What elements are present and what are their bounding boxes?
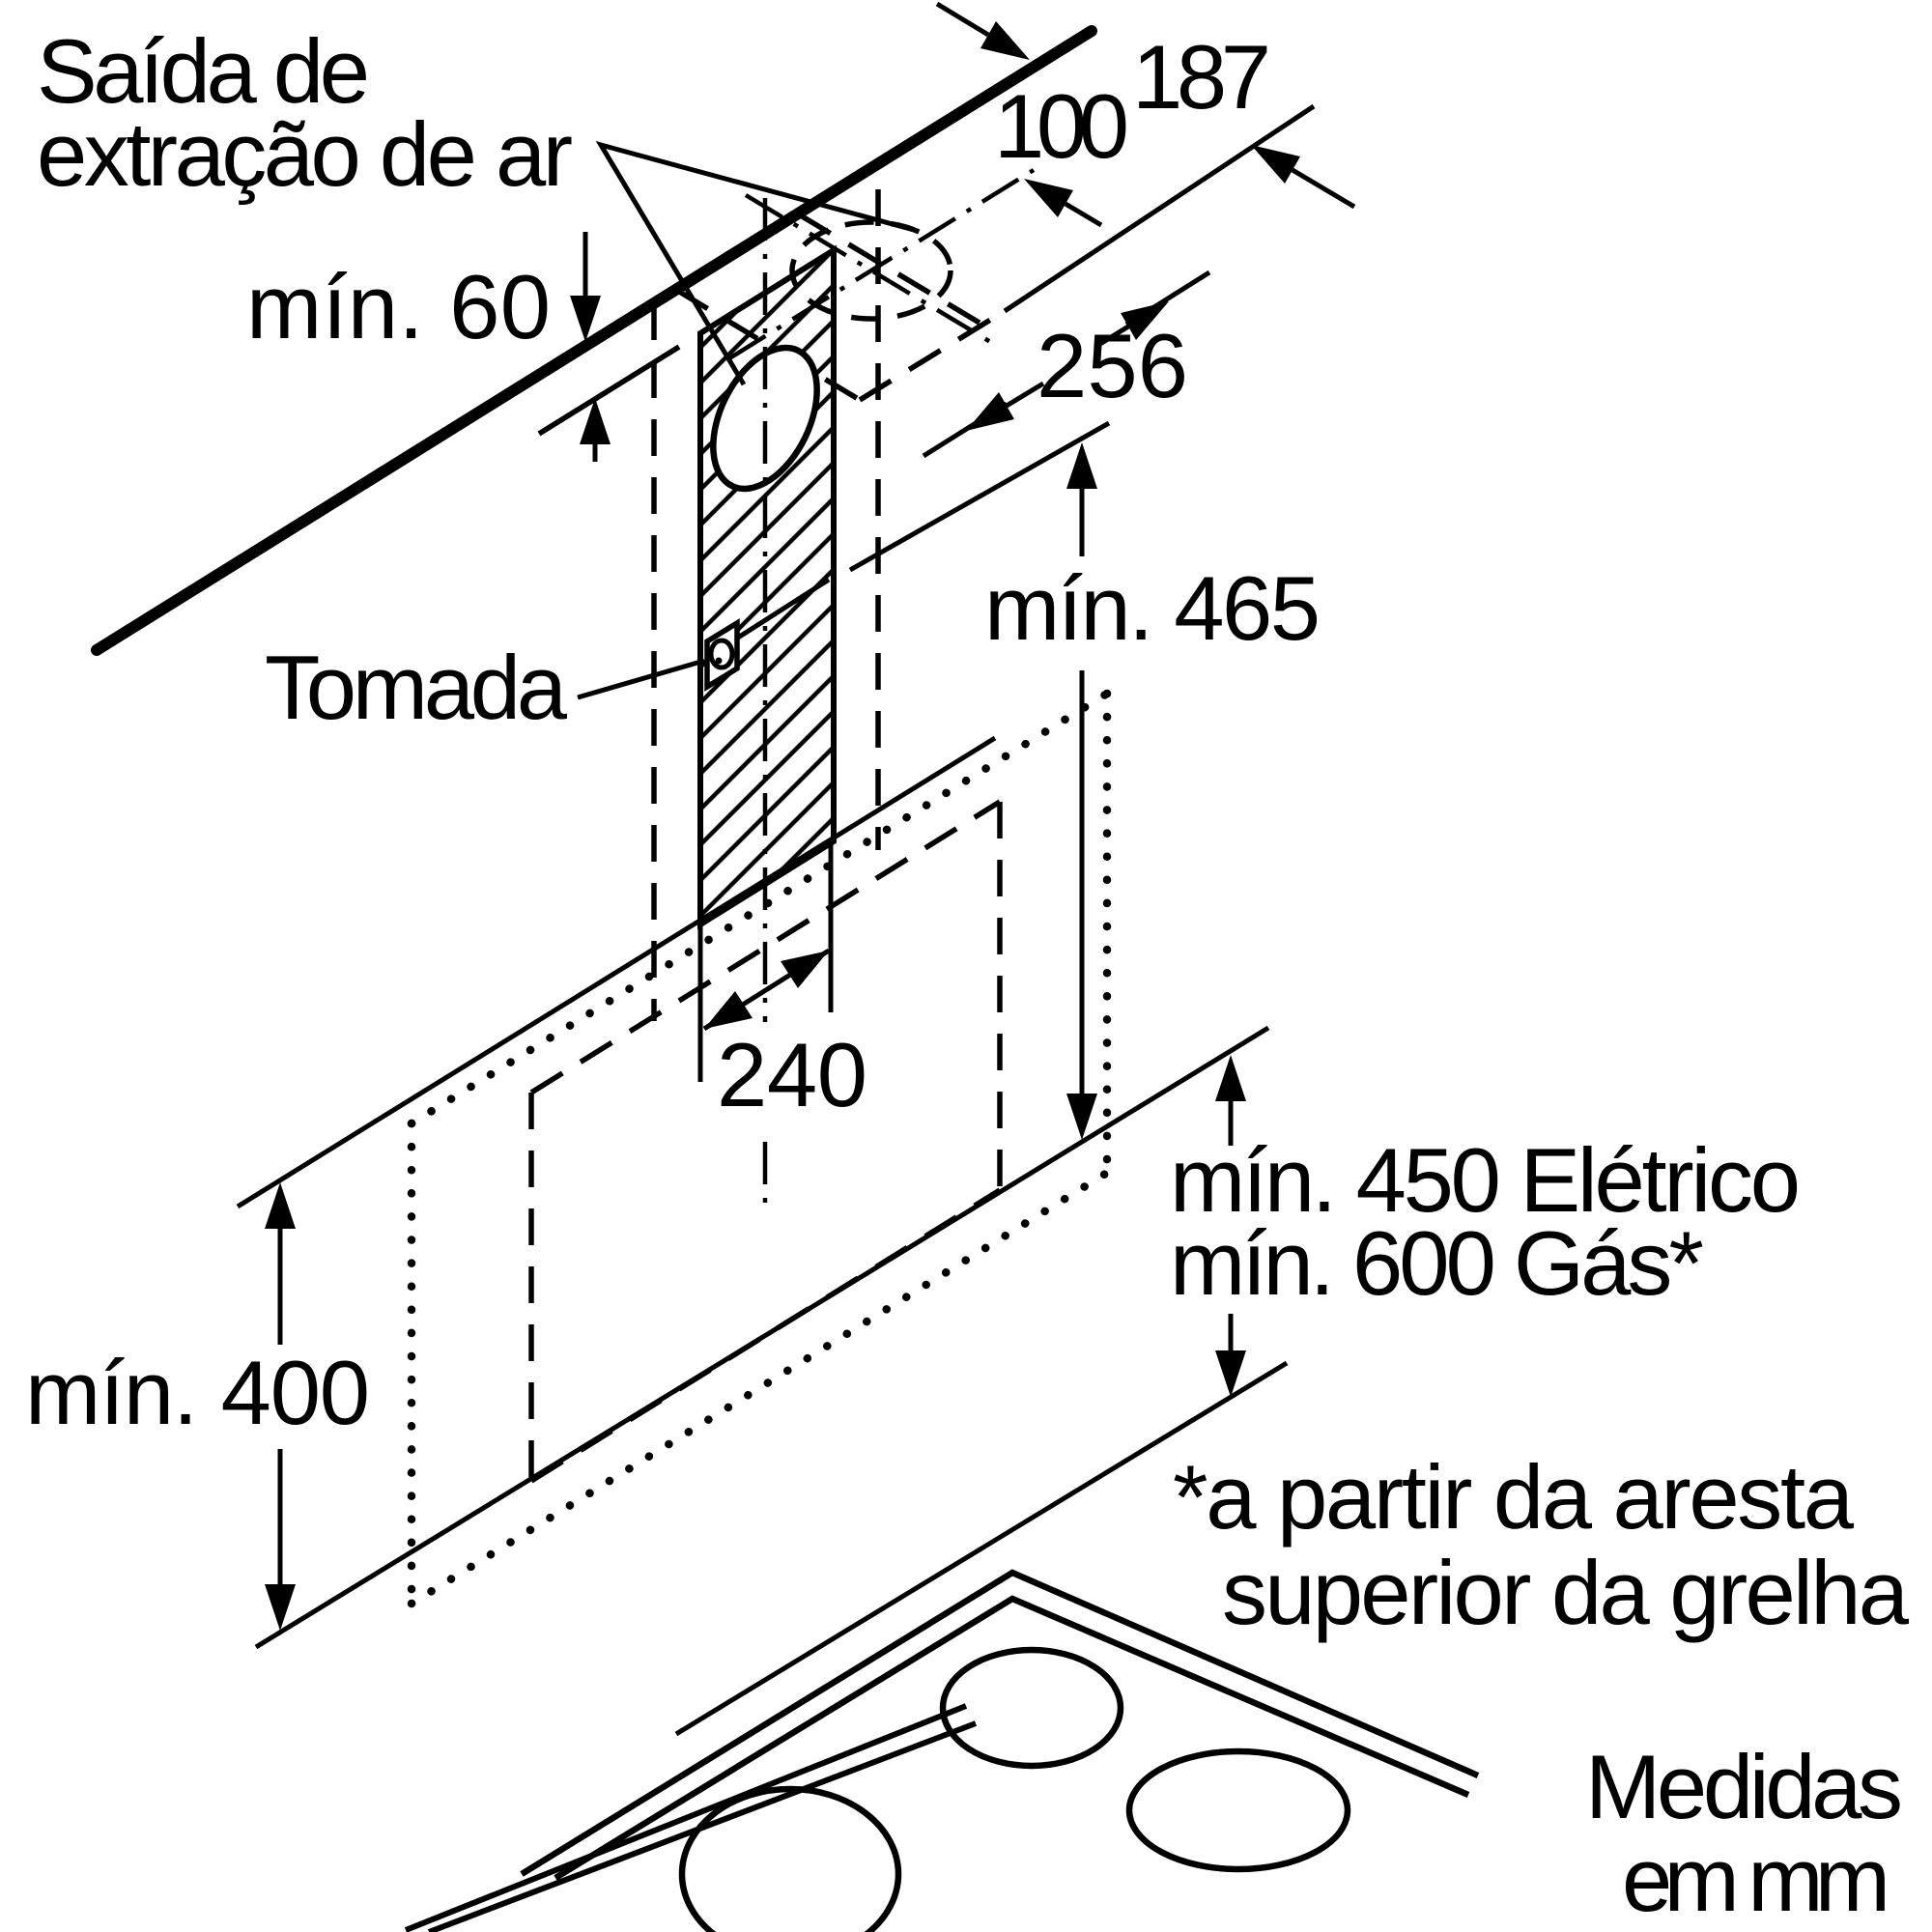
burner-left [678, 1785, 902, 1932]
dimension-256: 256 [922, 270, 1211, 459]
chimney-front-extension-line [1003, 103, 1316, 314]
d400-bottom-arrowhead [265, 1584, 296, 1631]
cooktop [404, 1569, 1480, 1932]
d400-top-arrowhead [265, 1182, 296, 1229]
d450-top-arrowhead [1215, 1055, 1246, 1101]
hood-top-reference-line [236, 735, 997, 1209]
d256-left-shaft [1005, 381, 1045, 409]
ceiling-duct-box [674, 103, 1316, 403]
d240-label: 240 [717, 1024, 867, 1125]
outlet-centerline-depth-axis [744, 193, 999, 348]
dimension-187: 187 [1132, 26, 1356, 210]
footnote-line2: superior da grelha [1222, 1542, 1910, 1643]
dimension-min-60: mín. 60 [246, 232, 611, 462]
dimension-min-465: mín. 465 [984, 442, 1321, 1140]
min60-up-arrowhead [580, 398, 611, 444]
socket-pointer-line [736, 577, 831, 640]
wall-outlet-hole [710, 344, 820, 493]
dimension-min-400: mín. 400 [25, 1182, 370, 1631]
min60-label: mín. 60 [246, 256, 551, 357]
units-note-line1: Medidas [1585, 1736, 1903, 1837]
hood-bottom-dotted-edge [407, 1168, 1112, 1608]
power-socket [577, 577, 831, 700]
grate-top-reference-line [674, 1360, 1289, 1737]
d187-arrow-shaft [1291, 167, 1356, 210]
d240-left-arrowhead [704, 991, 753, 1029]
cooktop-front-edge-outer [404, 1703, 968, 1932]
d465-label: mín. 465 [984, 557, 1321, 659]
chimney-bottom-reference-line [848, 420, 1111, 573]
duct-box-front-edge [858, 308, 1007, 403]
socket-plate [704, 618, 740, 692]
footnote-line1: *a partir da aresta [1173, 1446, 1855, 1548]
hood-body-dotted-outline [407, 689, 1112, 1608]
socket-outlet-ring [708, 638, 735, 670]
d256-right-arrowhead [1121, 301, 1169, 340]
d256-right-shaft [1094, 324, 1130, 350]
cooktop-inner-edge [554, 1595, 1470, 1881]
d100-label: 100 [994, 75, 1129, 177]
wall-line-arrowhead [980, 21, 1030, 60]
d450-label: mín. 450 Elétrico [1170, 1129, 1801, 1231]
d100-arrowhead [1024, 179, 1073, 217]
duct-box-right-edge [797, 212, 984, 327]
wall-top-edge-line [91, 25, 1097, 656]
d600-label: mín. 600 Gás* [1170, 1212, 1704, 1314]
d187-arrowhead [1251, 145, 1300, 184]
d256-label: 256 [1037, 315, 1188, 416]
d450-bottom-arrowhead [1215, 1350, 1246, 1397]
units-note-line2: em mm [1622, 1829, 1890, 1930]
dimension-240: 240 [702, 948, 867, 1125]
d187-label: 187 [1132, 26, 1271, 128]
dimension-min-450-600: mín. 450 Elétrico mín. 600 Gás* [1170, 1055, 1801, 1397]
dimension-100: 100 [935, 1, 1129, 228]
d400-label: mín. 400 [25, 1342, 370, 1443]
cooktop-outer-edge [520, 1569, 1480, 1877]
socket-pin-dot [715, 657, 723, 665]
socket-label: Tomada [265, 637, 568, 738]
ceiling-outlet-circle [789, 219, 953, 322]
air-outlet-leader-lines [595, 140, 915, 386]
d256-left-arrowhead [966, 392, 1014, 431]
burner-top [939, 1646, 1124, 1770]
socket-leader-line [577, 658, 705, 700]
d465-bottom-arrowhead [1066, 1094, 1097, 1140]
air-outlet-label-line2: extração de ar [37, 103, 573, 205]
d240-right-arrowhead [781, 951, 829, 988]
hood-bottom-reference-line [254, 1025, 1270, 1650]
d465-top-arrowhead [1066, 442, 1097, 489]
min60-down-arrowhead [570, 296, 601, 342]
d100-arrow-shaft [1064, 201, 1103, 228]
burner-right [1125, 1747, 1351, 1873]
rear-panel-top-edge [529, 799, 1002, 1095]
hood-top-dotted-edge [407, 689, 1112, 1128]
air-outlet-label-line1: Saída de [37, 20, 370, 122]
wall-arrow-shaft [935, 1, 990, 38]
